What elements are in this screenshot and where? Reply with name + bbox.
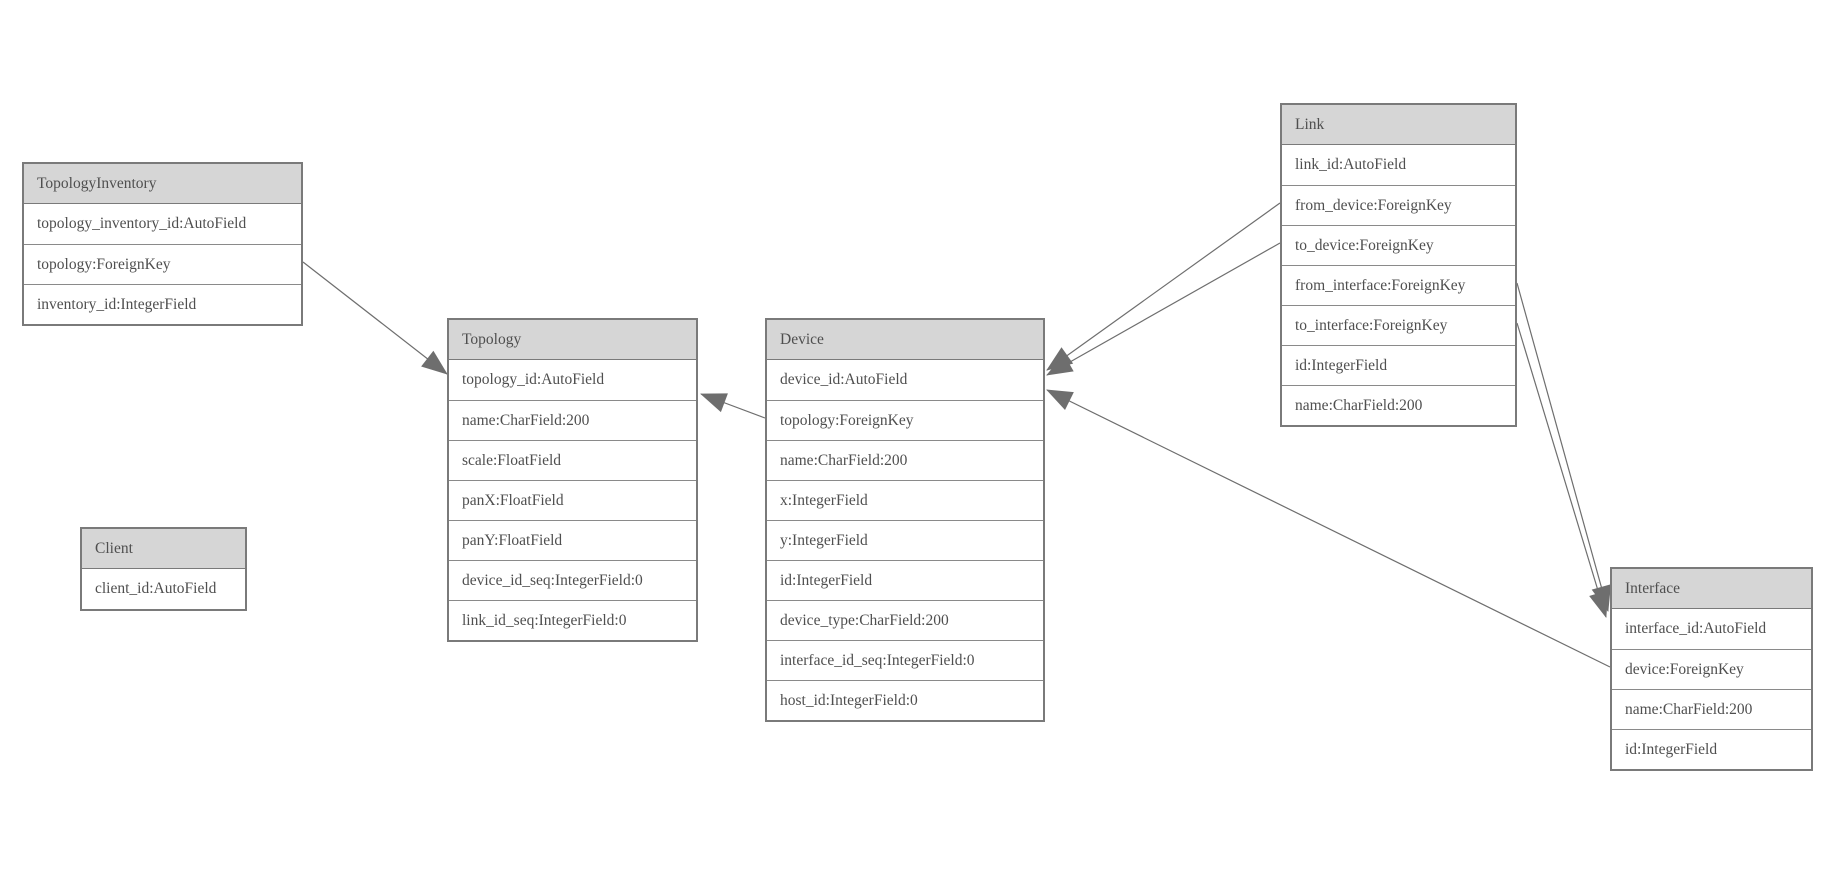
entity-field-row: host_id:IntegerField:0 <box>767 680 1043 720</box>
relationship-edge <box>700 393 766 419</box>
entity-field-row: device_id_seq:IntegerField:0 <box>449 560 696 600</box>
relationship-edge <box>1516 322 1609 618</box>
entity-field-row: to_device:ForeignKey <box>1282 225 1515 265</box>
entity-title: TopologyInventory <box>24 164 301 204</box>
entity-field-row: device_type:CharField:200 <box>767 600 1043 640</box>
relationship-edge <box>1046 202 1281 371</box>
entity-field-row: interface_id:AutoField <box>1612 609 1811 649</box>
entity-field-row: id:IntegerField <box>767 560 1043 600</box>
entity-field-row: name:CharField:200 <box>1612 689 1811 729</box>
entity-field-row: topology_id:AutoField <box>449 360 696 400</box>
entity-field-row: y:IntegerField <box>767 520 1043 560</box>
entity-field-row: topology_inventory_id:AutoField <box>24 204 301 244</box>
entity-field-row: device_id:AutoField <box>767 360 1043 400</box>
entity-field-row: name:CharField:200 <box>1282 385 1515 425</box>
entity-field-row: id:IntegerField <box>1282 345 1515 385</box>
entity-field-row: topology:ForeignKey <box>24 244 301 284</box>
entity-field-row: scale:FloatField <box>449 440 696 480</box>
entity-title: Client <box>82 529 245 569</box>
entity-field-row: from_device:ForeignKey <box>1282 185 1515 225</box>
relationship-edge <box>1046 389 1611 668</box>
relationship-edge <box>302 261 448 375</box>
entity-field-row: x:IntegerField <box>767 480 1043 520</box>
entity-field-row: id:IntegerField <box>1612 729 1811 769</box>
entity-field-row: link_id_seq:IntegerField:0 <box>449 600 696 640</box>
entity-field-row: panX:FloatField <box>449 480 696 520</box>
entity-field-row: name:CharField:200 <box>449 400 696 440</box>
entity-title: Link <box>1282 105 1515 145</box>
entity-title: Topology <box>449 320 696 360</box>
entity-title: Interface <box>1612 569 1811 609</box>
entity-field-row: inventory_id:IntegerField <box>24 284 301 324</box>
entity-field-row: device:ForeignKey <box>1612 649 1811 689</box>
entity-field-row: topology:ForeignKey <box>767 400 1043 440</box>
entity-field-row: interface_id_seq:IntegerField:0 <box>767 640 1043 680</box>
relationship-edge <box>1046 242 1281 376</box>
entity-field-row: link_id:AutoField <box>1282 145 1515 185</box>
entity-field-row: panY:FloatField <box>449 520 696 560</box>
entity-field-row: client_id:AutoField <box>82 569 245 609</box>
entity-field-row: to_interface:ForeignKey <box>1282 305 1515 345</box>
entity-title: Device <box>767 320 1043 360</box>
entity-field-row: from_interface:ForeignKey <box>1282 265 1515 305</box>
relationship-edge <box>1516 282 1611 612</box>
entity-field-row: name:CharField:200 <box>767 440 1043 480</box>
